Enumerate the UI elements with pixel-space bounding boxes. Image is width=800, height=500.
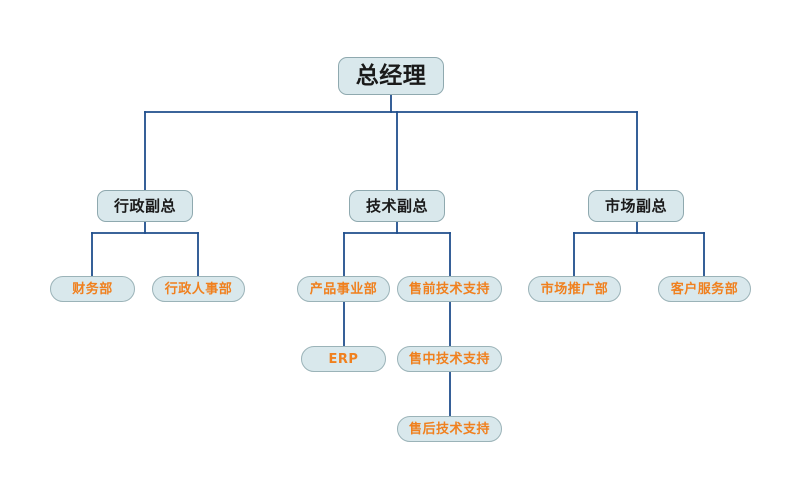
org-node-label-vp_market: 市场副总: [604, 196, 667, 215]
org-node-label-vp_tech: 技术副总: [365, 196, 428, 215]
org-node-service[interactable]: 客户服务部: [658, 276, 751, 302]
org-node-label-insale: 售中技术支持: [408, 351, 490, 367]
org-node-label-presale: 售前技术支持: [408, 281, 490, 297]
org-node-presale[interactable]: 售前技术支持: [397, 276, 502, 302]
org-node-label-hr: 行政人事部: [164, 281, 233, 297]
org-node-vp_market[interactable]: 市场副总: [588, 190, 684, 222]
org-node-label-product: 产品事业部: [309, 281, 378, 297]
org-node-insale[interactable]: 售中技术支持: [397, 346, 502, 372]
org-node-label-aftersale: 售后技术支持: [408, 421, 490, 437]
org-node-label-promo: 市场推广部: [540, 281, 609, 297]
org-node-hr[interactable]: 行政人事部: [152, 276, 245, 302]
org-node-erp[interactable]: ERP: [301, 346, 386, 372]
org-node-label-erp: ERP: [328, 351, 359, 367]
org-node-finance[interactable]: 财务部: [50, 276, 135, 302]
org-node-label-finance: 财务部: [72, 281, 113, 297]
org-node-vp_tech[interactable]: 技术副总: [349, 190, 445, 222]
org-node-label-vp_admin: 行政副总: [113, 196, 176, 215]
org-node-promo[interactable]: 市场推广部: [528, 276, 621, 302]
org-node-label-gm: 总经理: [355, 62, 427, 89]
org-node-gm[interactable]: 总经理: [338, 57, 444, 95]
org-node-aftersale[interactable]: 售后技术支持: [397, 416, 502, 442]
org-node-product[interactable]: 产品事业部: [297, 276, 390, 302]
org-node-vp_admin[interactable]: 行政副总: [97, 190, 193, 222]
org-node-label-service: 客户服务部: [670, 281, 739, 297]
